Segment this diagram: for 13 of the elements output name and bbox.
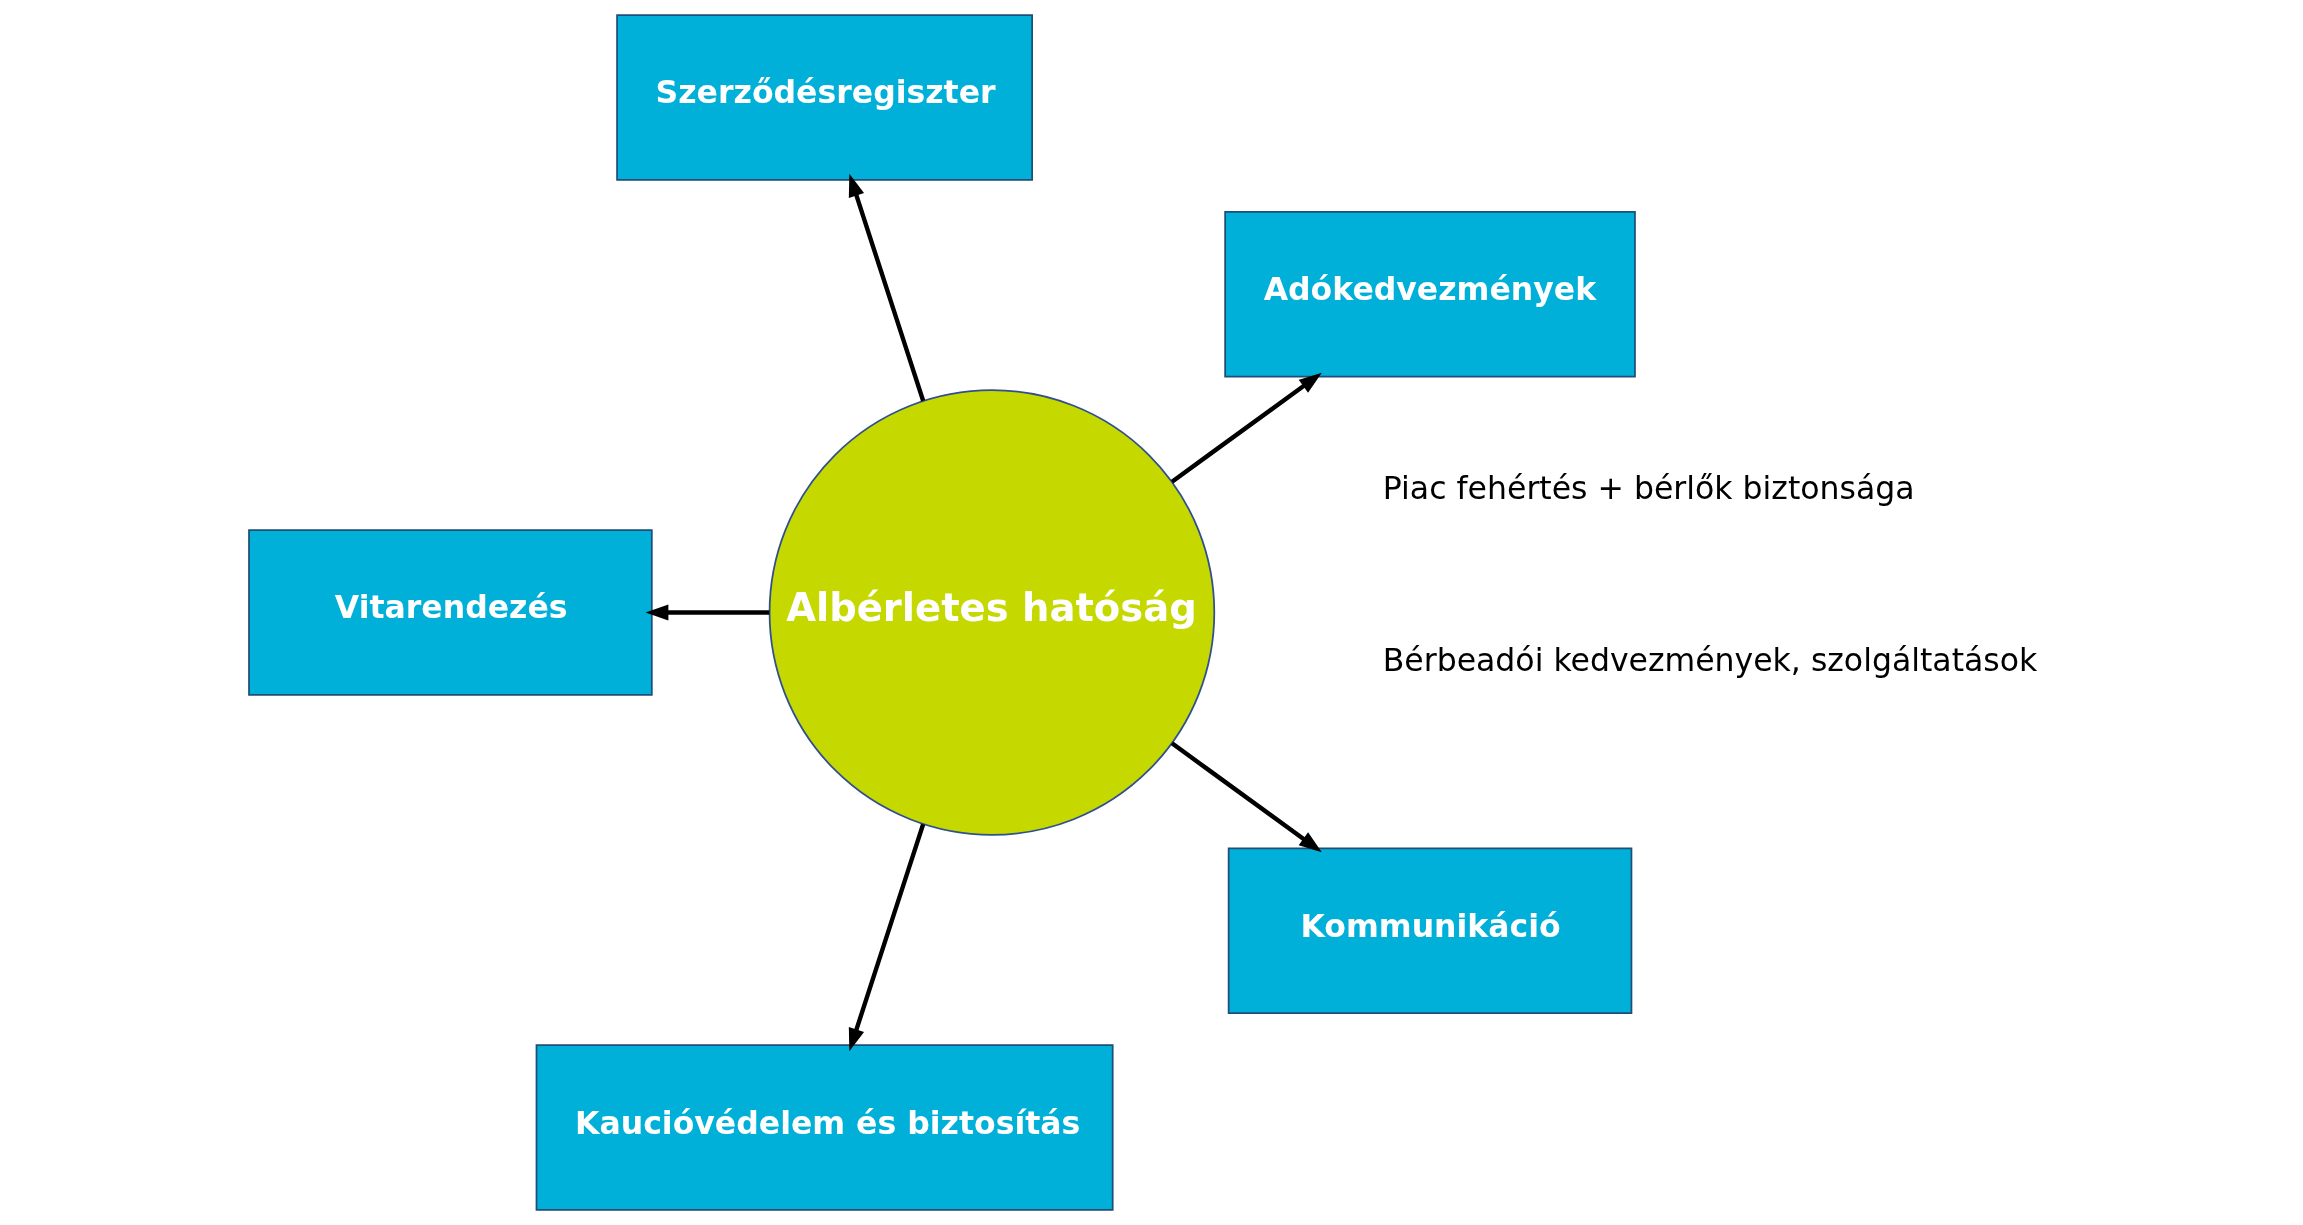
label: Piac fehértés + bérlők biztonsága: [1382, 470, 1915, 507]
node-box: Kaucióvédelem és biztosítás: [535, 1044, 1114, 1211]
arrow: [1170, 741, 1322, 853]
node-box: Szerződésregiszter: [615, 14, 1033, 181]
label: Bérbeadói kedvezmények, szolgáltatások: [1382, 641, 2037, 678]
arrow: [645, 604, 769, 621]
node-box: Kommunikáció: [1227, 847, 1632, 1014]
node-circle: Albérletes hatóság: [768, 389, 1215, 836]
arrow: [848, 823, 925, 1052]
node-box: Adókedvezmények: [1223, 211, 1636, 378]
node-box: Vitarendezés: [247, 529, 653, 696]
arrow: [848, 173, 925, 402]
arrow: [1170, 372, 1322, 484]
